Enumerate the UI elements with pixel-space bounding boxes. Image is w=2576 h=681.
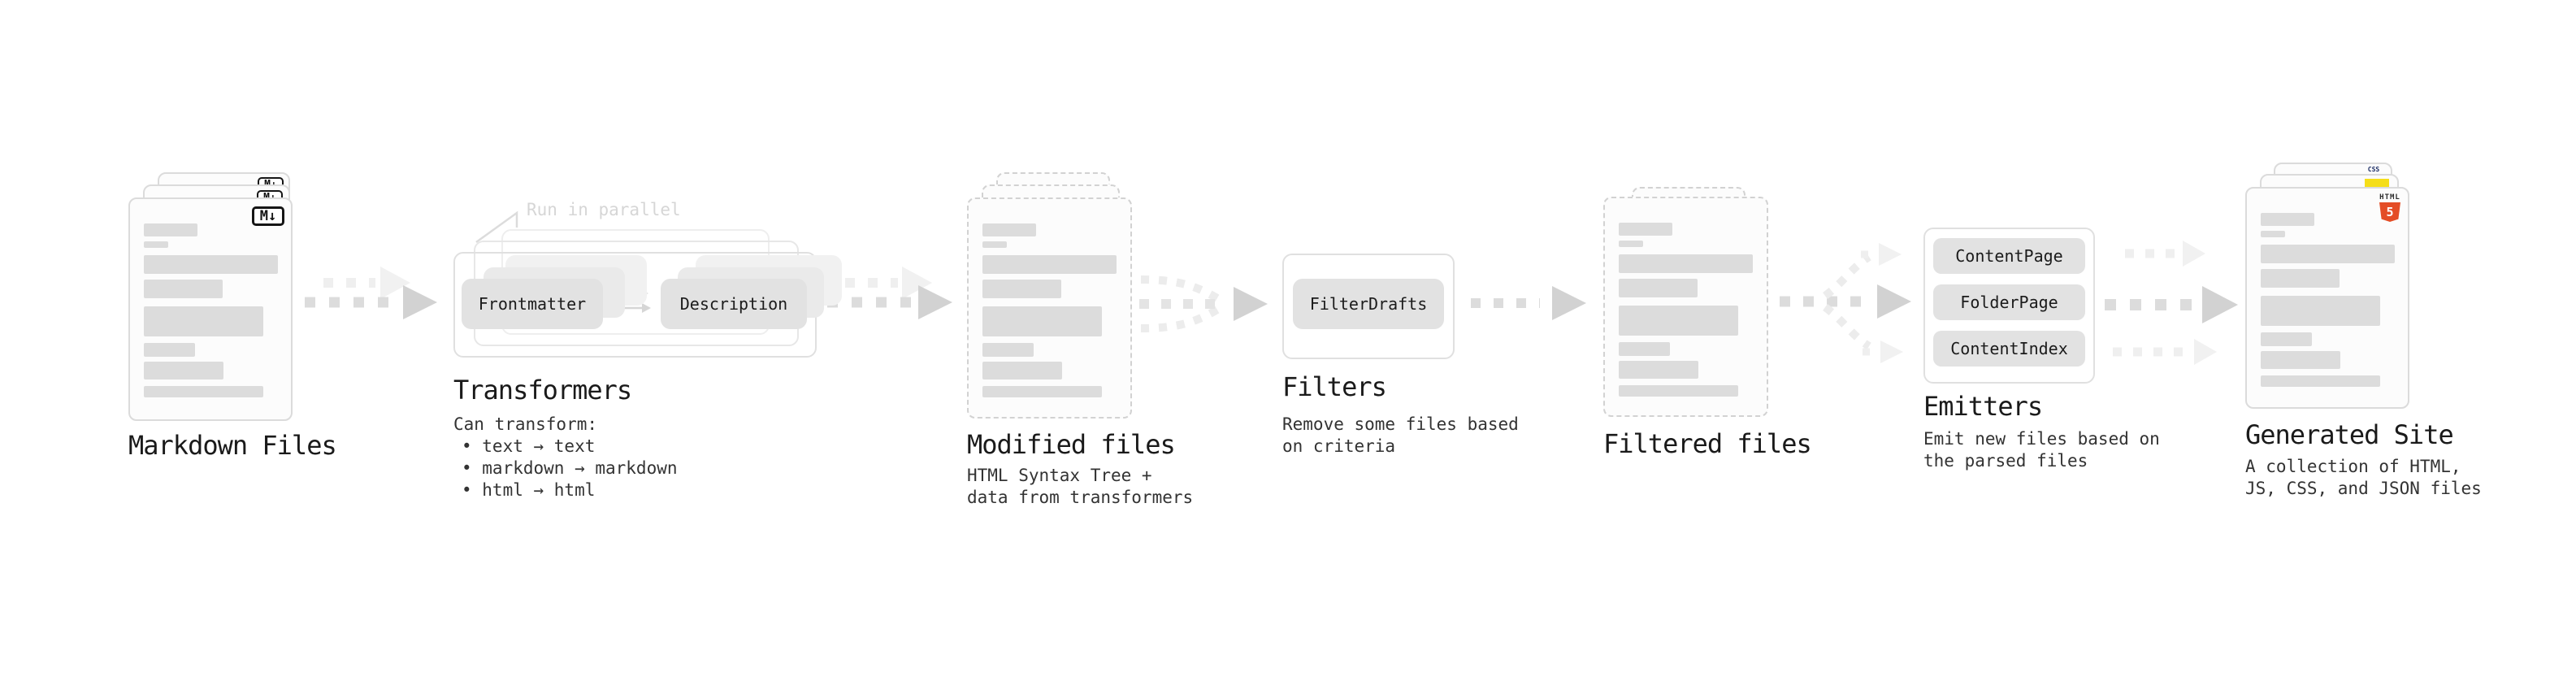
file-content-skeleton <box>130 199 291 419</box>
filterdrafts-box: FilterDrafts <box>1293 279 1444 329</box>
skeleton-line <box>2261 375 2380 387</box>
arrow-filtered-to-emitters-fanout <box>1780 243 1911 363</box>
html5-icon: HTML 5 <box>2377 193 2403 222</box>
skeleton-line <box>144 255 278 274</box>
desc-line: HTML Syntax Tree + <box>967 466 1152 485</box>
frontmatter-box: Frontmatter <box>462 279 603 329</box>
arrow-modified-to-filters-converge <box>1139 275 1268 332</box>
stage-label-generated-site: Generated Site <box>2245 419 2454 450</box>
transformers-description: Can transform: • text → text • markdown … <box>453 414 678 501</box>
skeleton-line <box>982 280 1061 298</box>
arrow-emitters-to-generated <box>2105 241 2238 365</box>
skeleton-line <box>2261 213 2314 226</box>
description-box: Description <box>661 279 807 329</box>
contentindex-box: ContentIndex <box>1933 331 2085 367</box>
skeleton-line <box>982 362 1062 380</box>
skeleton-line <box>2261 296 2380 326</box>
skeleton-line <box>144 223 197 236</box>
skeleton-line <box>1619 306 1738 336</box>
run-in-parallel-annotation: Run in parallel <box>527 200 681 219</box>
skeleton-line <box>1619 223 1672 236</box>
file-content-skeleton <box>969 199 1130 417</box>
skeleton-line <box>144 306 263 336</box>
skeleton-line <box>982 241 1007 248</box>
desc-line: Remove some files based <box>1282 414 1519 434</box>
skeleton-line <box>982 306 1102 336</box>
filtered-file-card <box>1603 197 1768 417</box>
filters-description: Remove some files based on criteria <box>1282 414 1519 458</box>
skeleton-line <box>1619 385 1738 397</box>
generated-site-description: A collection of HTML, JS, CSS, and JSON … <box>2245 456 2482 500</box>
skeleton-line <box>1619 342 1670 356</box>
arrow-markdown-to-transformers <box>305 267 437 319</box>
skeleton-line <box>982 223 1036 236</box>
arrow-filters-to-filtered <box>1471 286 1586 320</box>
desc-line: A collection of HTML, <box>2245 457 2461 476</box>
file-content-skeleton <box>1605 198 1767 415</box>
skeleton-line <box>1619 254 1753 273</box>
desc-line: Can transform: <box>453 414 598 434</box>
html5-shield: 5 <box>2379 202 2400 222</box>
generated-file-card: HTML 5 <box>2245 187 2409 409</box>
skeleton-line <box>982 343 1034 357</box>
skeleton-line <box>1619 279 1698 297</box>
markdown-file-card: M↓ <box>128 197 293 421</box>
stage-label-modified-files: Modified files <box>967 429 1176 460</box>
contentpage-box: ContentPage <box>1933 238 2085 274</box>
css-wordmark: CSS <box>2367 166 2380 173</box>
desc-line: JS, CSS, and JSON files <box>2245 479 2482 498</box>
modified-files-description: HTML Syntax Tree + data from transformer… <box>967 465 1193 509</box>
arrow-transformers-to-modified <box>827 267 952 319</box>
desc-line: data from transformers <box>967 488 1194 507</box>
desc-bullet: • text → text <box>462 436 596 456</box>
stage-label-emitters: Emitters <box>1923 391 2043 422</box>
desc-line: on criteria <box>1282 436 1396 456</box>
skeleton-line <box>144 343 195 357</box>
modified-file-card <box>967 197 1132 419</box>
desc-line: the parsed files <box>1923 451 2088 471</box>
desc-line: Emit new files based on <box>1923 429 2160 449</box>
desc-bullet: • markdown → markdown <box>462 458 678 478</box>
skeleton-line <box>1619 241 1643 247</box>
skeleton-line <box>144 386 263 397</box>
markdown-icon: M↓ <box>252 206 284 226</box>
skeleton-line <box>982 255 1117 274</box>
skeleton-line <box>144 241 168 248</box>
skeleton-line <box>2261 269 2340 288</box>
html5-wordmark: HTML <box>2379 193 2400 202</box>
emitters-frame <box>1923 228 2095 384</box>
skeleton-line <box>1619 361 1698 379</box>
skeleton-line <box>2261 332 2312 346</box>
skeleton-line <box>2261 245 2395 263</box>
skeleton-line <box>144 280 223 298</box>
skeleton-line <box>2261 231 2285 237</box>
run-in-parallel-callout-line <box>475 210 518 244</box>
desc-bullet: • html → html <box>462 480 596 500</box>
stage-label-filtered-files: Filtered files <box>1603 428 1812 459</box>
emitters-description: Emit new files based on the parsed files <box>1923 428 2160 472</box>
stage-label-markdown-files: Markdown Files <box>128 430 337 461</box>
stage-label-filters: Filters <box>1282 371 1387 402</box>
file-content-skeleton <box>2247 189 2408 407</box>
stage-label-transformers: Transformers <box>453 375 632 406</box>
folderpage-box: FolderPage <box>1933 284 2085 320</box>
skeleton-line <box>144 362 223 380</box>
filters-frame <box>1282 254 1455 359</box>
skeleton-line <box>982 386 1102 397</box>
skeleton-line <box>2261 351 2340 369</box>
